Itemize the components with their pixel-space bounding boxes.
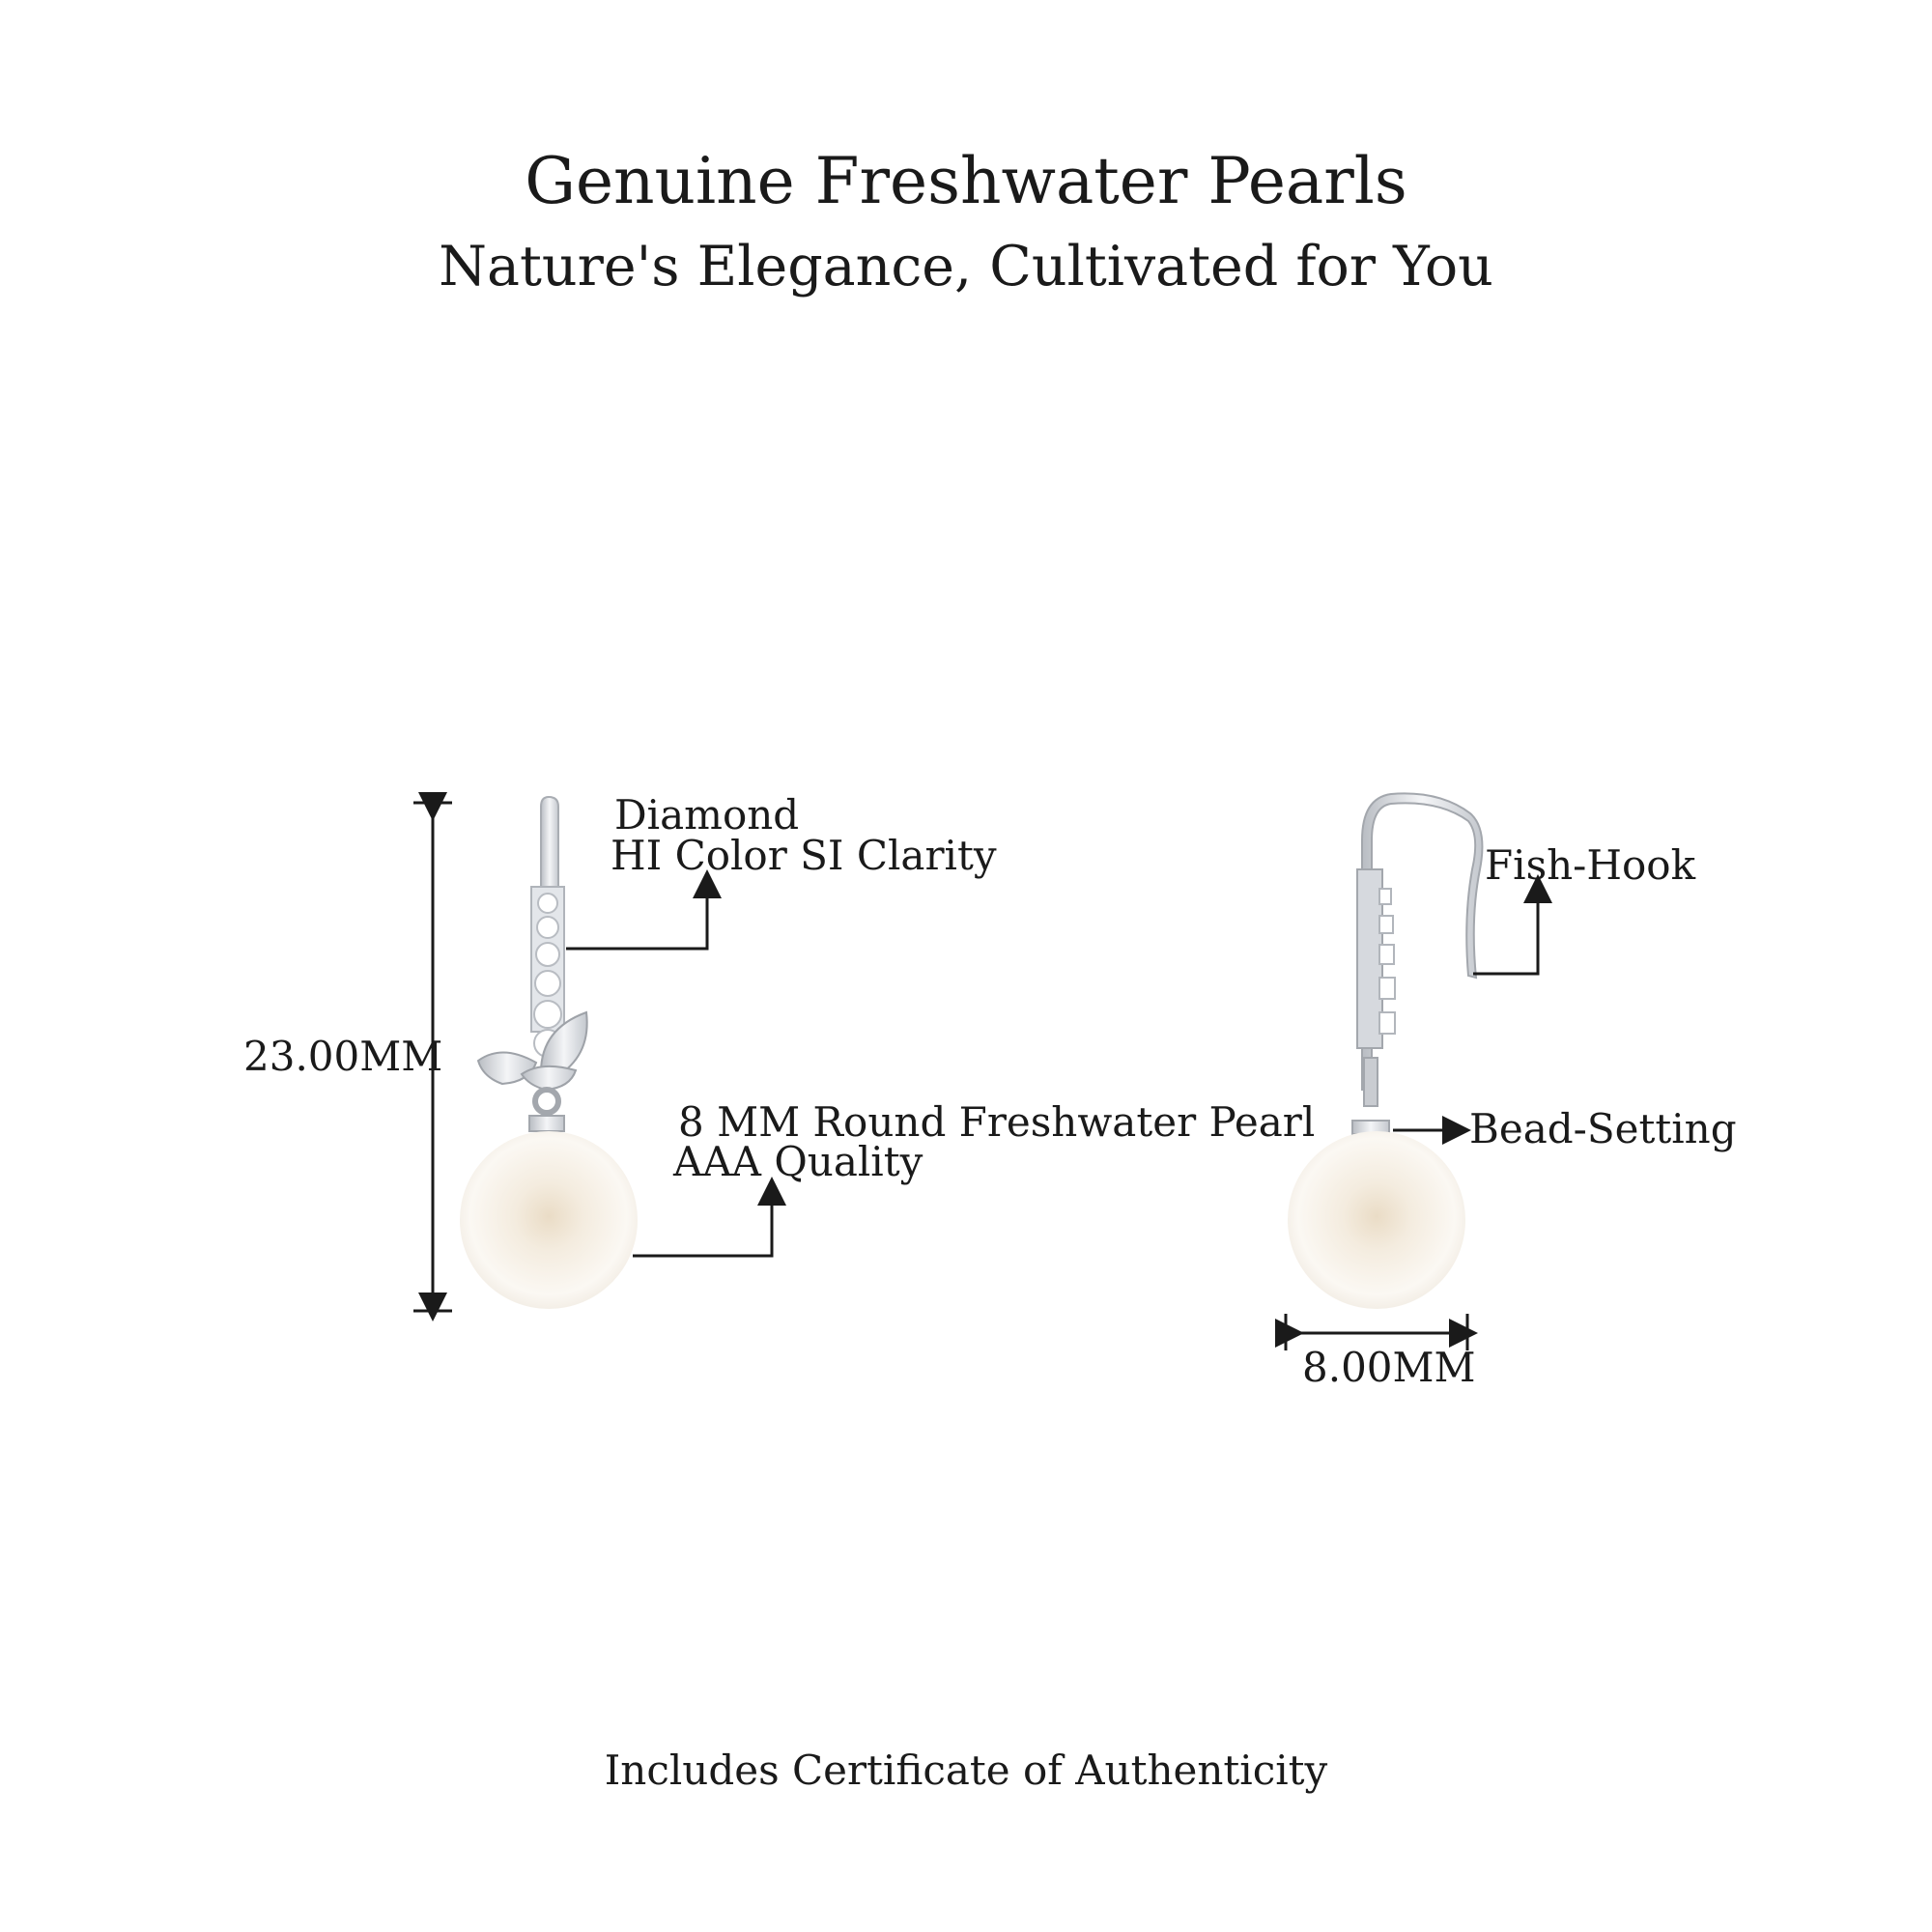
front-pearl [460,1131,638,1309]
side-earring [1288,792,1484,1309]
side-pearl [1288,1131,1465,1309]
width-dimension-line [1275,1314,1478,1350]
bead-setting-label: Bead-Setting [1469,1105,1737,1152]
pearl-size-label: 8 MM Round Freshwater Pearl [678,1098,1316,1146]
front-pearl-cap [528,1115,565,1132]
pearl-quality-label: AAA Quality [673,1138,923,1185]
front-hook-wire [540,795,559,890]
side-bail [1363,1057,1378,1107]
diamond-spec-label: HI Color SI Clarity [611,832,997,879]
diamond-callout-arrow [566,869,722,951]
height-dimension-line [413,792,452,1321]
page-subtitle: Nature's Elegance, Cultivated for You [439,235,1493,298]
front-bail-ring [532,1087,561,1116]
height-dimension-label: 23.00MM [243,1033,443,1080]
fish-hook-label: Fish-Hook [1485,841,1696,889]
width-dimension-label: 8.00MM [1302,1344,1476,1391]
side-fish-hook [1361,792,1484,1091]
side-diamond-stones [1378,888,1396,1035]
side-diamond-column [1356,868,1383,1049]
page-title: Genuine Freshwater Pearls [525,144,1407,218]
pearl-callout-arrow [633,1177,786,1258]
certificate-note: Includes Certificate of Authenticity [604,1747,1328,1794]
front-earring [460,795,638,1309]
fish-hook-callout-arrow [1473,874,1552,976]
front-leaf-motif [476,1010,588,1092]
diamond-label: Diamond [614,791,800,838]
